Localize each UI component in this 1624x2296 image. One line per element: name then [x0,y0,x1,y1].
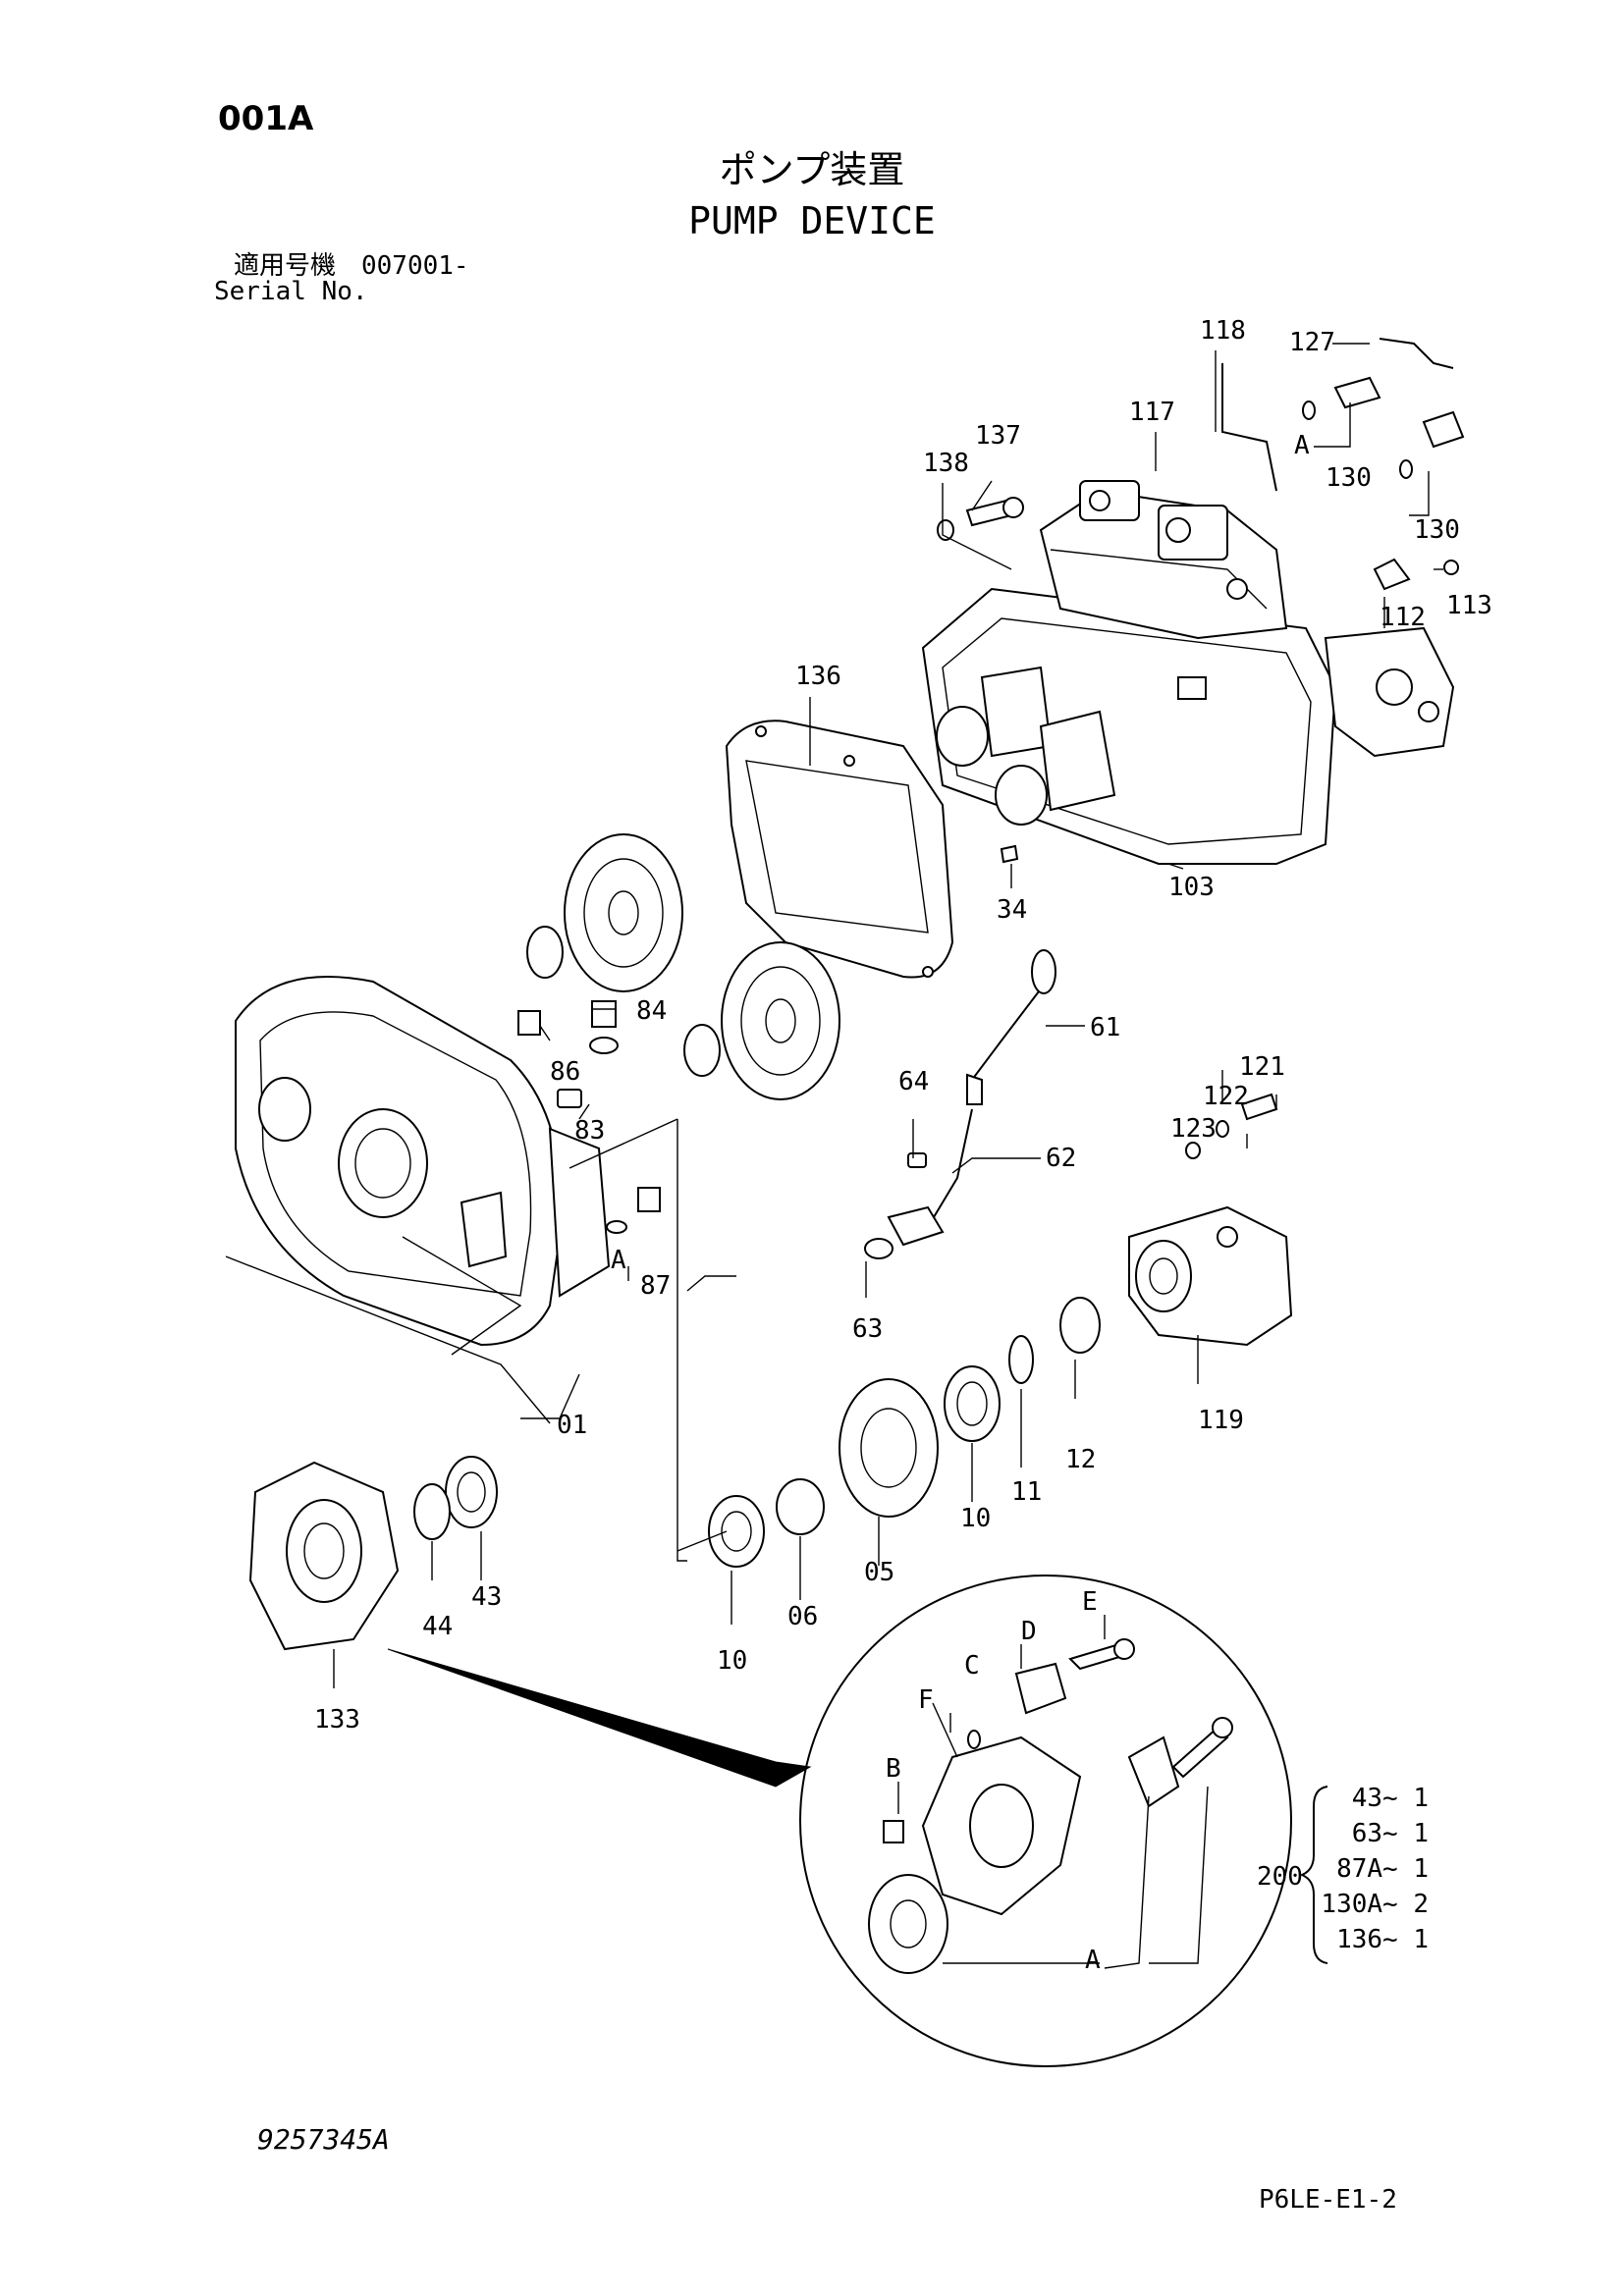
callout-11: 11 [1011,1477,1042,1507]
callout-122: 122 [1203,1082,1249,1111]
drawing-number: 9257345A [257,2123,390,2156]
callout-C: C [964,1651,980,1681]
gasket [725,720,954,979]
page-title-jp: ポンプ装置 [719,148,905,191]
coupling [248,1456,498,1651]
callout-112: 112 [1380,603,1426,632]
callout-130-b: 130 [1414,515,1460,545]
idler-gear-set [708,1378,939,1568]
serial-label-jp: 適用号機 007001- [234,251,469,281]
callout-D: D [1021,1617,1037,1646]
page-title-en: PUMP DEVICE [688,199,936,242]
callout-34: 34 [997,895,1027,925]
callout-121: 121 [1239,1052,1285,1082]
callout-05: 05 [864,1558,894,1587]
callout-10-a: 10 [960,1504,991,1533]
callout-01: 01 [557,1411,587,1440]
plugs [517,1000,661,1234]
kit-item: 136~ 1 [1336,1925,1429,1954]
callout-119: 119 [1198,1406,1244,1435]
callout-118: 118 [1200,316,1246,346]
callout-64: 64 [898,1067,929,1096]
kit-list: 200 43~ 1 63~ 1 87A~ 1 130A~ 2 136~ 1 [1257,1784,1429,1954]
flywheel-housing [235,976,611,1347]
callout-87: 87 [640,1271,671,1301]
sheet-code: P6LE-E1-2 [1259,2185,1397,2215]
callout-A-87: A [611,1246,626,1275]
kit-item: 87A~ 1 [1336,1854,1429,1884]
kit-brace [1299,1786,1328,1964]
callout-B: B [886,1754,901,1784]
detail-connector [387,1648,812,1788]
kit-item: 130A~ 2 [1321,1890,1429,1919]
detail-magnifier-circle [799,1575,1292,2067]
callout-113: 113 [1446,591,1492,620]
callout-A-detail: A [1085,1946,1101,1975]
callout-F: F [918,1685,934,1715]
kit-item: 43~ 1 [1352,1784,1429,1813]
kit-number: 200 [1257,1862,1303,1892]
callout-06: 06 [787,1602,818,1631]
callout-63: 63 [852,1314,883,1344]
callout-44: 44 [422,1612,453,1641]
callout-84: 84 [636,996,667,1026]
callout-123: 123 [1170,1114,1217,1144]
page-code: 001A [218,99,314,138]
callout-117: 117 [1129,398,1175,427]
callout-61: 61 [1090,1013,1120,1042]
callout-10-b: 10 [717,1646,747,1676]
leader-lines [225,343,1443,1688]
callout-127: 127 [1289,328,1335,357]
callout-43: 43 [471,1582,502,1612]
callout-136: 136 [795,662,841,691]
callout-83: 83 [574,1116,605,1146]
callout-138: 138 [923,449,969,478]
callout-103: 103 [1168,873,1215,902]
callout-labels: 118 127 117 137 138 130 A 130 113 112 13… [314,316,1492,1975]
dipstick [864,949,1056,1259]
callout-133: 133 [314,1705,360,1735]
callout-86: 86 [550,1057,580,1087]
callout-137: 137 [975,421,1021,451]
callout-130-a: 130 [1326,463,1372,493]
callout-A-top: A [1294,431,1310,460]
callout-E: E [1082,1587,1098,1617]
callout-62: 62 [1046,1144,1076,1173]
kit-item: 63~ 1 [1352,1819,1429,1848]
serial-label-en: Serial No. [214,277,368,306]
drive-gears [526,833,840,1100]
pump-assembly [921,338,1465,865]
gear-pump [944,1093,1293,1442]
callout-12: 12 [1065,1445,1096,1474]
